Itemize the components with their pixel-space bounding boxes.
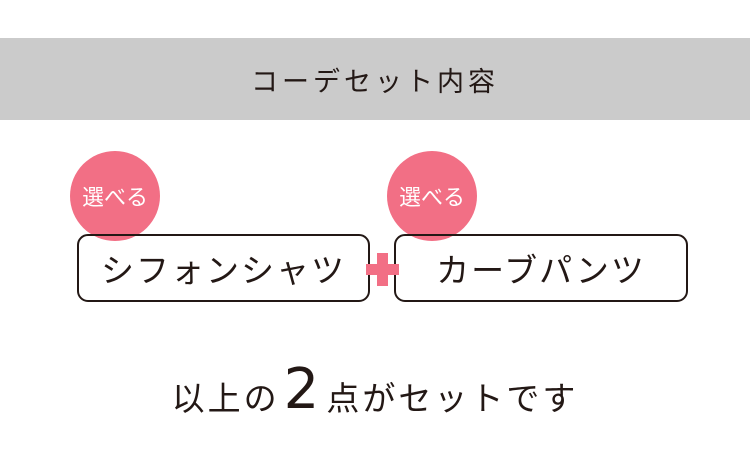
header-band: コーデセット内容 (0, 38, 750, 120)
header-title: コーデセット内容 (251, 66, 499, 98)
summary-count: 2 (283, 357, 323, 422)
set-summary: 以上の 2 点がセットです (0, 350, 750, 420)
selectable-badge: 選べる (387, 151, 477, 241)
selectable-badge: 選べる (70, 151, 160, 241)
item-box-shirt: シフォンシャツ (77, 234, 370, 302)
summary-prefix: 以上の (171, 379, 280, 418)
summary-suffix: 点がセットです (326, 379, 579, 418)
plus-icon (366, 253, 399, 286)
item-box-pants: カーブパンツ (394, 234, 688, 302)
